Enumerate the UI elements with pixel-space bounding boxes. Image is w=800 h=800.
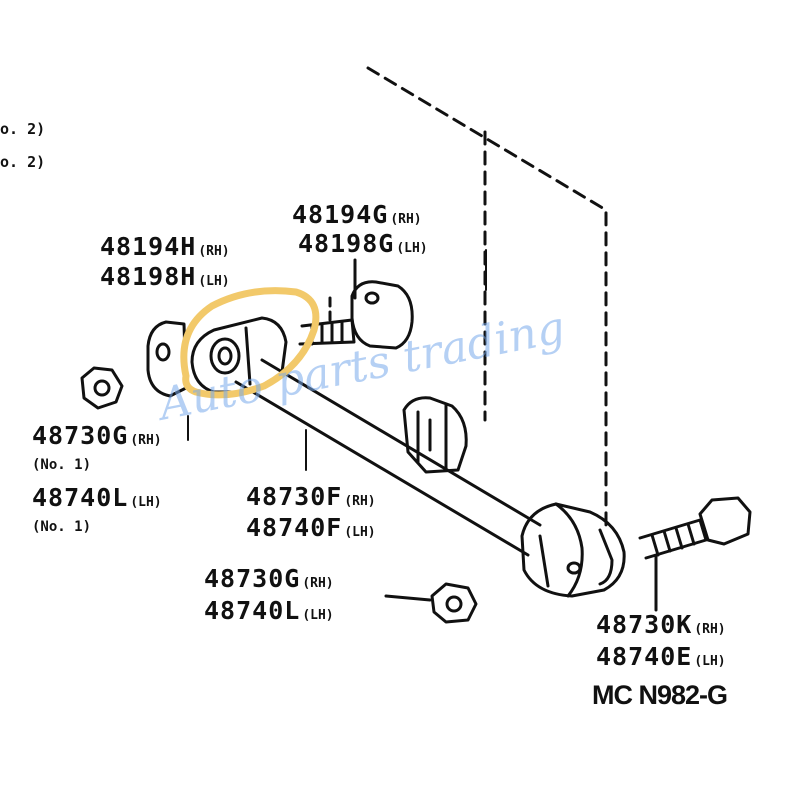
side-tag: (LH) [396,241,428,256]
side-tag: (RH) [198,244,230,259]
side-tag: (RH) [694,622,726,637]
side-tag: (RH) [302,576,334,591]
part-number: 48730K [596,610,693,639]
highlight-circle [180,287,320,399]
part-label-48198h: 48198H(LH) [100,264,230,289]
side-tag: (LH) [198,274,230,289]
part-number: 48740F [246,513,343,542]
part-number: 48194G [292,200,389,229]
side-tag: (RH) [344,494,376,509]
diagram-code: MC N982-G [592,680,728,710]
side-tag: (RH) [130,433,162,448]
part-number: 48730G [32,421,129,450]
nut-48730g-no1 [80,366,124,410]
part-label-48740f: 48740F(LH) [246,515,376,540]
part-number: 48730F [246,482,343,511]
part-label-48730k: 48730K(RH) [596,612,726,637]
front-bushing [190,316,288,394]
part-label-48740l: 48740L(LH) [204,598,334,623]
part-number: 48194H [100,232,197,261]
part-number: 48198G [298,229,395,258]
part-label-48194h: 48194H(RH) [100,234,230,259]
note-no1-b: (No. 1) [32,519,92,535]
part-label-48198g: 48198G(LH) [298,231,428,256]
front-washer-plate [146,320,188,398]
part-label-48740l-no1: 48740L(LH) [32,485,162,510]
side-tag: (LH) [344,525,376,540]
nut-48730g [384,582,478,624]
rear-bolt [638,496,752,612]
side-tag: (RH) [390,212,422,227]
control-arm-bar [234,358,542,557]
note-no1-a: (No. 1) [32,457,92,473]
part-number: 48740E [596,642,693,671]
middle-bracket [402,396,468,474]
part-label-48194g: 48194G(RH) [292,202,422,227]
body-outline-dashed [366,66,608,532]
part-label-48730g-no1: 48730G(RH) [32,423,162,448]
part-label-48730g: 48730G(RH) [204,566,334,591]
side-tag: (LH) [130,495,162,510]
side-tag: (LH) [302,608,334,623]
rear-bushing [520,502,626,598]
part-label-48740e: 48740E(LH) [596,644,726,669]
cutoff-label-1: o. 2) [0,120,46,138]
part-number: 48740L [204,596,301,625]
part-number: 48198H [100,262,197,291]
side-tag: (LH) [694,654,726,669]
part-label-48730f: 48730F(RH) [246,484,376,509]
part-number: 48740L [32,483,129,512]
cutoff-label-2: o. 2) [0,153,46,171]
leader-lines [187,249,487,471]
part-number: 48730G [204,564,301,593]
